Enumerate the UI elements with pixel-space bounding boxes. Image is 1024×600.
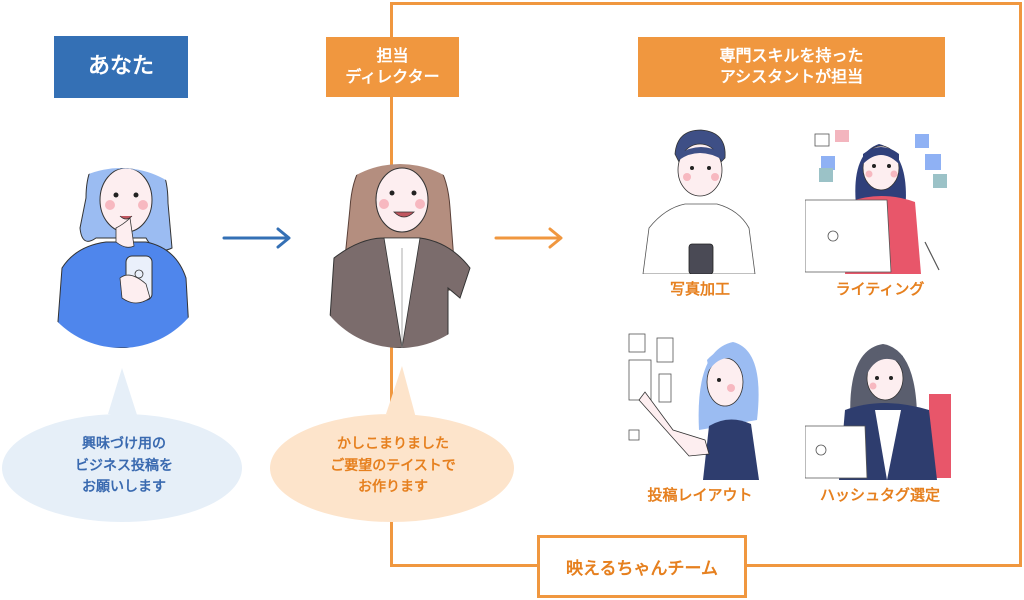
client-person-illustration bbox=[55, 168, 191, 348]
layout-designer-person-icon bbox=[628, 333, 759, 480]
bubble-line: ビジネス投稿を bbox=[75, 457, 173, 474]
skill-post-layout: 投稿レイアウト bbox=[620, 330, 780, 505]
team-name-label: 映えるちゃんチーム bbox=[537, 535, 747, 598]
director-person-illustration bbox=[327, 164, 471, 348]
assistant-header: 専門スキルを持った アシスタントが担当 bbox=[638, 37, 945, 97]
arrow-right-icon bbox=[222, 227, 291, 249]
assistant-header-line-2: アシスタントが担当 bbox=[719, 67, 864, 86]
bubble-line: ご要望のテイストで bbox=[330, 457, 456, 474]
bubble-line: 興味づけ用の bbox=[82, 436, 166, 452]
bubble-line: かしこまりました bbox=[337, 436, 449, 452]
client-title: あなた bbox=[54, 36, 188, 98]
speech-bubble-shape bbox=[270, 366, 514, 522]
director-title-line-1: 担当 bbox=[376, 46, 409, 66]
bubble-line: お作ります bbox=[358, 479, 428, 496]
client-speech-bubble: 興味づけ用の ビジネス投稿を お願いします bbox=[0, 362, 248, 528]
skill-writing: ライティング bbox=[800, 124, 960, 299]
hashtag-selector-person-icon bbox=[805, 344, 951, 480]
writer-person-icon bbox=[805, 130, 947, 274]
skill-label: ライティング bbox=[835, 280, 925, 298]
client-title-text: あなた bbox=[87, 53, 154, 79]
bubble-line: お願いします bbox=[82, 479, 166, 496]
team-name-text: 映えるちゃんチーム bbox=[566, 559, 718, 579]
photo-editor-person-icon bbox=[642, 129, 756, 274]
director-speech-bubble: かしこまりました ご要望のテイストで お作ります bbox=[268, 362, 518, 528]
director-bubble-text: かしこまりました ご要望のテイストで お作ります bbox=[268, 434, 518, 499]
skill-hashtag-selection: ハッシュタグ選定 bbox=[800, 330, 960, 505]
skill-label: ハッシュタグ選定 bbox=[819, 486, 940, 504]
speech-bubble-shape bbox=[2, 368, 242, 522]
skill-label: 投稿レイアウト bbox=[647, 486, 753, 504]
director-title: 担当 ディレクター bbox=[326, 37, 459, 97]
assistant-header-line-1: 専門スキルを持った bbox=[719, 46, 864, 66]
skill-photo-editing: 写真加工 bbox=[620, 124, 780, 299]
arrow-right-icon bbox=[494, 227, 563, 249]
client-bubble-text: 興味づけ用の ビジネス投稿を お願いします bbox=[0, 434, 248, 499]
director-title-line-2: ディレクター bbox=[345, 67, 440, 86]
skill-label: 写真加工 bbox=[669, 280, 730, 298]
